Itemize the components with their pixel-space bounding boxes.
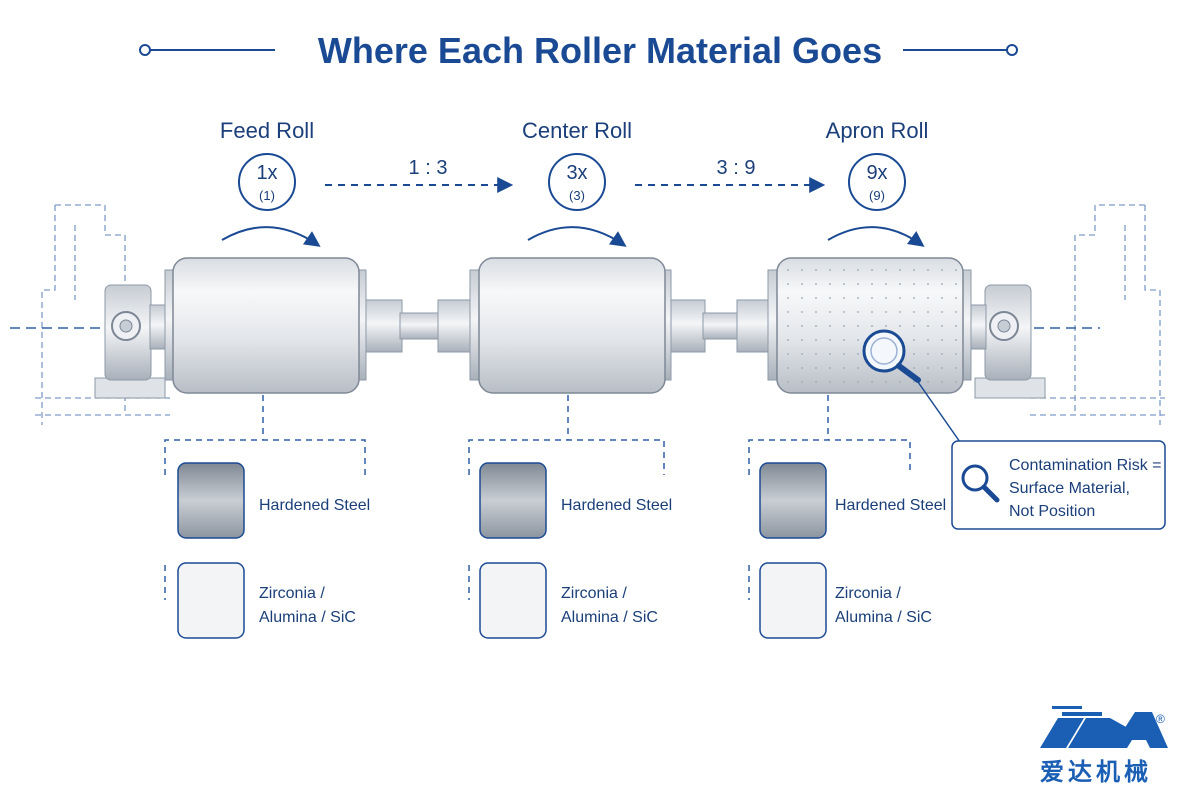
ida-logo-mark	[1040, 706, 1168, 748]
feed-ceramic-label: Zirconia / Alumina / SiC	[259, 585, 356, 626]
center-rotation-arrow	[527, 226, 627, 247]
center-steel-label: Hardened Steel	[561, 497, 673, 514]
feed-steel-label: Hardened Steel	[259, 497, 371, 514]
title-rule-left	[139, 44, 275, 56]
logo-registered-mark: ®	[1156, 712, 1165, 726]
apron-roll-title: Apron Roll	[825, 118, 929, 143]
center-material-bracket	[468, 395, 665, 600]
callout-line-1: Contamination Risk =	[1009, 457, 1162, 474]
ratio-label-feed-center: 1 : 3	[408, 157, 448, 179]
feed-speed-ratio: (1)	[259, 188, 275, 203]
title-rule-right	[903, 44, 1018, 56]
callout-leader	[917, 381, 961, 443]
center-ceramic-swatch	[479, 562, 547, 639]
left-bearing-block	[94, 284, 173, 399]
search-icon	[961, 464, 1000, 503]
center-speed-ratio: (3)	[569, 188, 585, 203]
apron-roll-body	[767, 257, 972, 394]
apron-ceramic-swatch	[759, 562, 827, 639]
feed-steel-swatch	[177, 462, 245, 539]
center-roll-body	[469, 257, 672, 394]
feed-ceramic-swatch	[177, 562, 245, 639]
callout-line-3: Not Position	[1009, 503, 1096, 520]
apron-rotation-arrow	[827, 226, 925, 247]
contamination-callout-box	[951, 440, 1166, 530]
center-speed-circle	[548, 153, 606, 211]
feed-speed-label: 1x	[256, 162, 278, 184]
feed-roll-title: Feed Roll	[219, 118, 315, 143]
center-speed-label: 3x	[566, 162, 588, 184]
magnifier-icon	[862, 329, 921, 383]
center-roll-title: Center Roll	[521, 118, 633, 143]
center-steel-swatch	[479, 462, 547, 539]
feed-material-bracket	[164, 395, 366, 600]
feed-speed-circle	[238, 153, 296, 211]
shaft-feed-to-center	[361, 299, 479, 353]
apron-steel-label: Hardened Steel	[835, 497, 947, 514]
callout-line-2: Surface Material,	[1009, 480, 1130, 497]
page-title: Where Each Roller Material Goes	[317, 30, 883, 71]
apron-speed-circle	[848, 153, 906, 211]
apron-material-bracket	[748, 395, 911, 600]
right-bearing-block	[961, 284, 1046, 399]
right-frame-outline	[1030, 204, 1165, 425]
apron-ceramic-label: Zirconia / Alumina / SiC	[835, 585, 932, 626]
apron-speed-label: 9x	[866, 162, 888, 184]
feed-roll-body	[164, 257, 367, 394]
apron-steel-swatch	[759, 462, 827, 539]
shaft-center-to-apron	[664, 299, 778, 353]
logo-chinese-text: 爱达机械	[1040, 757, 1152, 786]
ratio-label-center-apron: 3 : 9	[716, 157, 756, 179]
feed-rotation-arrow	[221, 226, 321, 247]
apron-speed-ratio: (9)	[869, 188, 885, 203]
center-ceramic-label: Zirconia / Alumina / SiC	[561, 585, 658, 626]
